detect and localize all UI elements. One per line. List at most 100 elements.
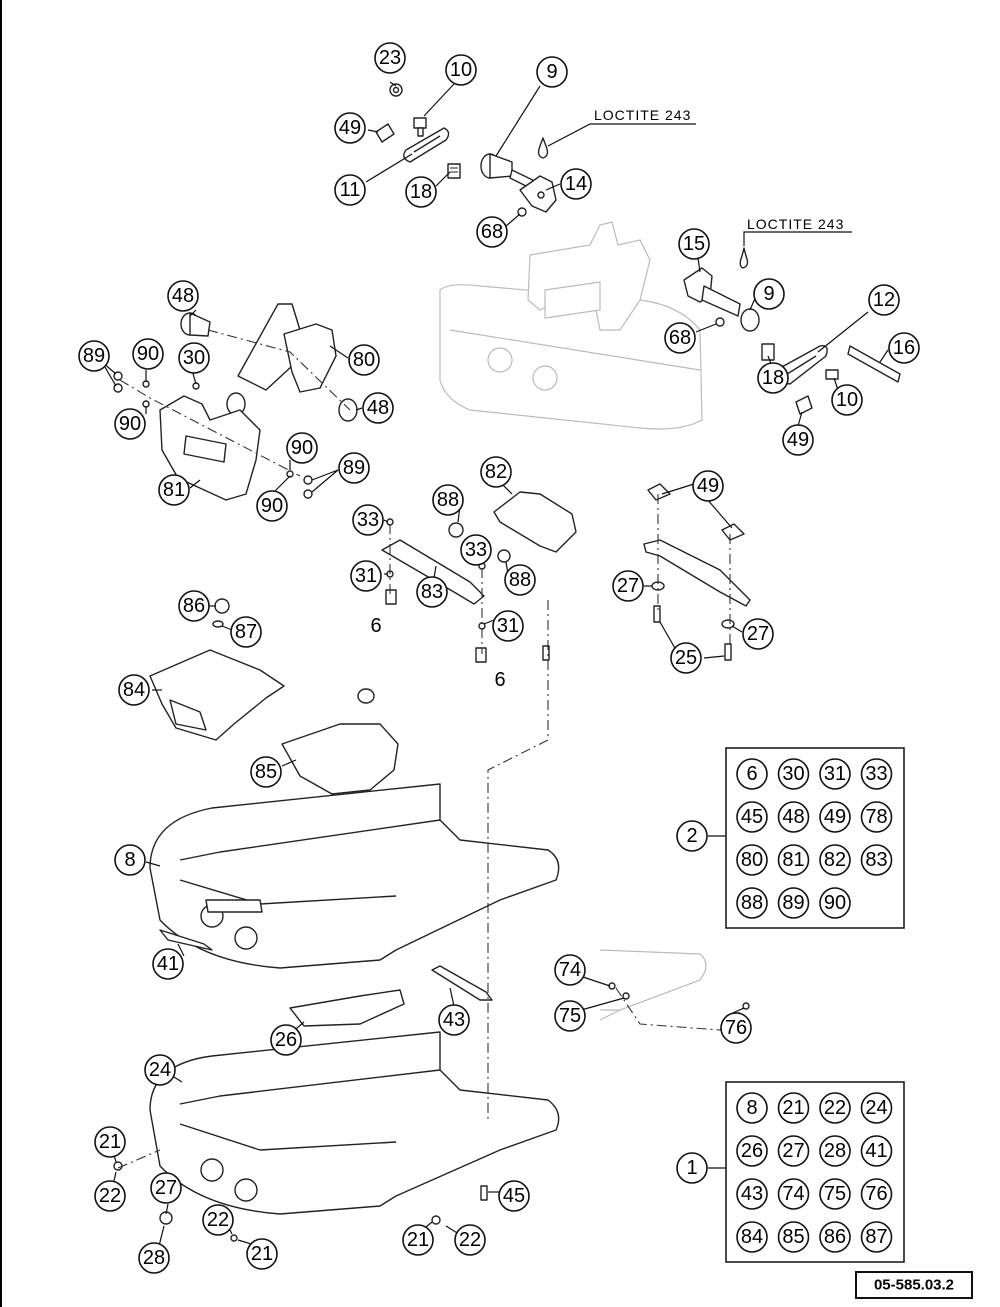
svg-text:88: 88 — [509, 569, 531, 591]
svg-text:33: 33 — [865, 763, 887, 785]
kit-item-86: 86 — [819, 1221, 851, 1253]
svg-text:22: 22 — [459, 1229, 481, 1251]
svg-text:21: 21 — [99, 1131, 121, 1153]
callout-24: 24 — [144, 1054, 176, 1086]
svg-text:89: 89 — [83, 345, 105, 367]
left-cradle-parts — [113, 303, 358, 501]
svg-text:82: 82 — [485, 461, 507, 483]
callout-43: 43 — [438, 1004, 470, 1036]
svg-text:9: 9 — [763, 283, 774, 305]
callout-8: 8 — [114, 844, 146, 876]
svg-text:75: 75 — [559, 1005, 581, 1027]
svg-text:31: 31 — [824, 763, 846, 785]
middle-bracket-parts — [381, 491, 577, 663]
callout-27: 27 — [150, 1172, 182, 1204]
svg-text:49: 49 — [824, 806, 846, 828]
ghost-assembly-illustration — [439, 221, 703, 430]
svg-text:16: 16 — [893, 337, 915, 359]
svg-text:87: 87 — [865, 1226, 887, 1248]
callout-85: 85 — [250, 756, 282, 788]
svg-text:90: 90 — [137, 343, 159, 365]
svg-text:75: 75 — [824, 1183, 846, 1205]
svg-text:27: 27 — [155, 1177, 177, 1199]
callout-89: 89 — [338, 452, 370, 484]
callout-12: 12 — [868, 284, 900, 316]
callout-21: 21 — [94, 1126, 126, 1158]
svg-text:82: 82 — [824, 849, 846, 871]
inset-detail — [599, 949, 750, 1021]
kit-2-label: 2 — [686, 825, 697, 847]
callout-49: 49 — [782, 424, 814, 456]
kit-item-87: 87 — [860, 1221, 893, 1253]
svg-text:24: 24 — [149, 1059, 171, 1081]
kit-item-74: 74 — [777, 1178, 810, 1210]
callout-76: 76 — [720, 1012, 752, 1044]
svg-text:27: 27 — [617, 575, 639, 597]
svg-text:89: 89 — [343, 457, 365, 479]
svg-text:25: 25 — [675, 647, 697, 669]
kit-item-31: 31 — [819, 758, 851, 790]
callout-10: 10 — [831, 384, 863, 416]
kit-item-89: 89 — [777, 887, 810, 919]
kit-item-8: 8 — [736, 1092, 768, 1124]
svg-text:22: 22 — [824, 1097, 846, 1119]
kit-item-83: 83 — [860, 844, 893, 876]
kit-item-6: 6 — [736, 758, 768, 790]
svg-text:12: 12 — [873, 289, 895, 311]
svg-text:41: 41 — [157, 953, 179, 975]
callout-90: 90 — [256, 490, 288, 522]
svg-text:30: 30 — [782, 763, 804, 785]
svg-text:21: 21 — [407, 1229, 429, 1251]
right-bracket-parts — [643, 483, 751, 661]
callout-49: 49 — [692, 470, 724, 502]
callout-10: 10 — [445, 54, 477, 86]
svg-text:10: 10 — [450, 59, 472, 81]
svg-text:43: 43 — [443, 1009, 465, 1031]
svg-text:68: 68 — [669, 327, 691, 349]
svg-text:85: 85 — [255, 761, 277, 783]
kit-item-26: 26 — [736, 1135, 768, 1167]
skid-plate-upper — [149, 783, 560, 1027]
svg-text:27: 27 — [782, 1140, 804, 1162]
callout-22: 22 — [94, 1180, 126, 1212]
svg-text:90: 90 — [824, 892, 846, 914]
callout-84: 84 — [118, 674, 150, 706]
callout-30: 30 — [178, 342, 210, 374]
kit-item-84: 84 — [736, 1221, 768, 1253]
svg-text:14: 14 — [565, 173, 587, 195]
callout-27: 27 — [742, 618, 774, 650]
svg-text:74: 74 — [782, 1183, 804, 1205]
kit-item-85: 85 — [777, 1221, 810, 1253]
svg-text:41: 41 — [865, 1140, 887, 1162]
svg-text:31: 31 — [355, 565, 377, 587]
svg-text:24: 24 — [865, 1097, 887, 1119]
kit-item-78: 78 — [860, 801, 893, 833]
callout-90: 90 — [114, 408, 146, 440]
svg-text:78: 78 — [865, 806, 887, 828]
right-mount-parts — [683, 247, 901, 415]
svg-text:49: 49 — [339, 117, 361, 139]
callout-23: 23 — [374, 42, 406, 74]
callout-15: 15 — [678, 228, 710, 260]
svg-text:83: 83 — [421, 581, 443, 603]
callout-21: 21 — [246, 1238, 278, 1270]
kit-item-22: 22 — [819, 1092, 851, 1124]
callout-21: 21 — [402, 1224, 434, 1256]
callout-49: 49 — [334, 112, 366, 144]
svg-text:11: 11 — [340, 179, 361, 201]
callout-28: 28 — [138, 1242, 170, 1274]
document-number: 05-585.03.2 — [874, 1277, 954, 1294]
svg-text:84: 84 — [741, 1226, 763, 1248]
svg-text:33: 33 — [465, 539, 487, 561]
callout-82: 82 — [480, 456, 512, 488]
kit-item-90: 90 — [819, 887, 851, 919]
kit-item-82: 82 — [819, 844, 851, 876]
svg-text:48: 48 — [367, 397, 389, 419]
svg-text:10: 10 — [836, 389, 858, 411]
kit-item-41: 41 — [860, 1135, 893, 1167]
svg-text:26: 26 — [741, 1140, 763, 1162]
callout-48: 48 — [167, 280, 199, 312]
